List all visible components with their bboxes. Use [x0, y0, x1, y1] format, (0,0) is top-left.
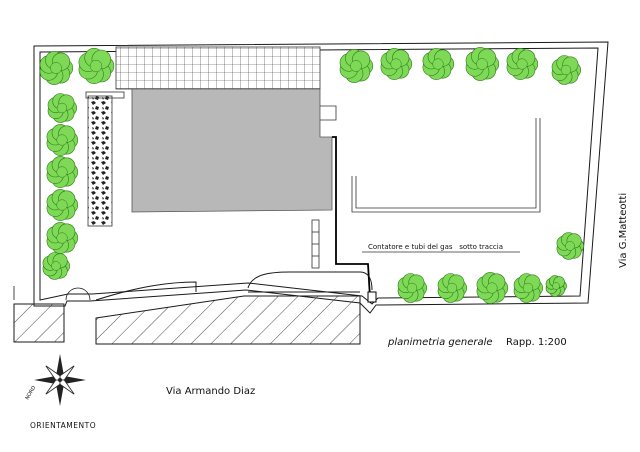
- tree-icon: [397, 273, 427, 303]
- entrance-gate: [13, 286, 91, 301]
- tree-icon: [339, 49, 374, 83]
- tree-icon: [437, 273, 467, 303]
- steps: [311, 219, 320, 269]
- gas-line: [332, 136, 371, 299]
- compass-caption: ORIENTAMENTO: [30, 421, 96, 430]
- tree-icon: [556, 232, 584, 260]
- tree-icon: [42, 252, 70, 280]
- street-right-label: Via G.Matteotti: [618, 193, 629, 268]
- tree-icon: [46, 124, 79, 156]
- gas-meter: [367, 291, 377, 303]
- tree-icon: [380, 48, 413, 80]
- tree-icon: [78, 48, 115, 85]
- compass-rose-icon: [34, 354, 86, 406]
- tree-icon: [47, 93, 77, 123]
- hatched-area-left: [13, 303, 65, 343]
- tree-icon: [513, 273, 543, 303]
- street-bottom-label: Via Armando Diaz: [166, 386, 255, 397]
- tiled-paving: [115, 46, 321, 90]
- tree-icon: [465, 47, 500, 81]
- gravel-strip-header: [85, 91, 125, 99]
- tree-icon: [46, 156, 79, 188]
- trees: [39, 47, 584, 304]
- gas-note-label: Contatore e tubi del gas sotto traccia: [368, 243, 503, 251]
- tree-icon: [545, 275, 567, 297]
- ramp-wall: [95, 271, 373, 301]
- tree-icon: [46, 189, 79, 221]
- hatched-area-bottom: [95, 295, 361, 345]
- tree-icon: [551, 55, 581, 85]
- tree-icon: [506, 48, 539, 80]
- compass-north-label: NORD: [25, 385, 38, 401]
- tree-icon: [422, 48, 455, 80]
- lawn-area: [320, 105, 541, 213]
- building-footprint: [131, 88, 333, 213]
- tree-icon: [46, 222, 79, 254]
- plan-caption: planimetria generale: [387, 337, 493, 348]
- tree-icon: [476, 272, 509, 304]
- tree-icon: [39, 51, 74, 85]
- plan-scale: Rapp. 1:200: [506, 337, 567, 348]
- gravel-strip: [87, 95, 113, 227]
